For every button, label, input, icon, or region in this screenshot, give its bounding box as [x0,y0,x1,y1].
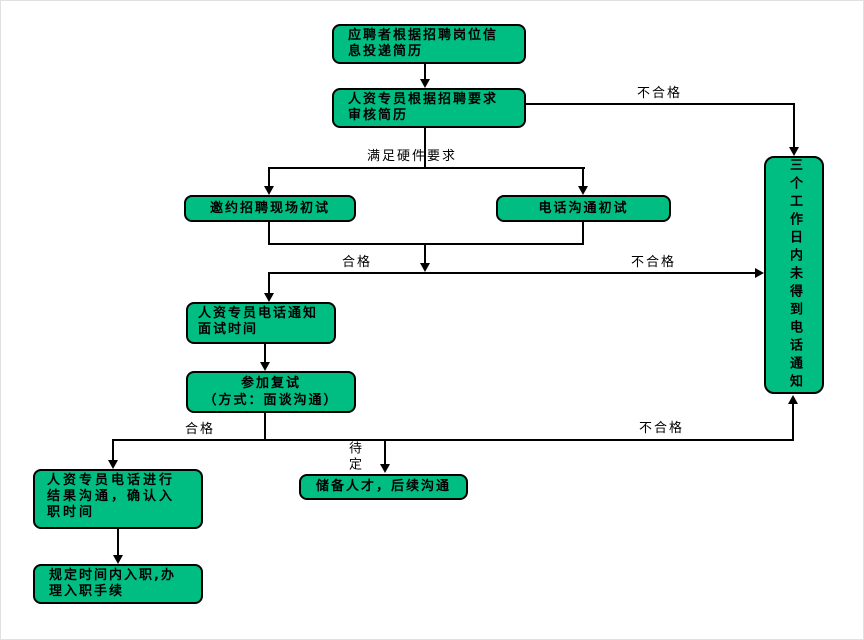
connector-pass-down [268,272,270,294]
edge-label-pass-bottom: 合格 [185,422,216,437]
edge-label-pass-mid: 合格 [342,255,373,270]
arrowhead-into-notify [264,293,274,302]
connector-phone-down [582,222,584,245]
connector-submit-review [424,64,426,80]
node-onsite-interview: 邀约招聘现场初试 [184,195,356,222]
connector-split-h [269,167,585,169]
connector-split-left-v [268,167,270,187]
node-review-resume: 人资专员根据招聘要求审核简历 [332,88,526,128]
connector-onsite-down [268,222,270,245]
connector-notify-second [264,344,266,363]
node-second-interview: 参加复试 （方式：面谈沟通） [186,371,356,413]
arrowhead-into-phone [578,186,588,195]
connector-bottom-fail-v [792,404,794,440]
connector-bottom-pass-v [112,439,114,460]
connector-fail-top-h [526,103,794,105]
connector-decision-h [269,272,755,274]
node-phone-interview: 电话沟通初试 [496,195,671,222]
arrowhead-into-reserve [380,464,390,473]
arrowhead-into-second [260,362,270,371]
edge-label-pending: 待定 [346,441,361,473]
arrowhead-into-tallbox-bottom [788,395,798,404]
node-onboarding: 规定时间内入职,办理入职手续 [33,564,203,604]
connector-merge-h [268,243,584,245]
edge-label-fail-mid: 不合格 [631,255,677,270]
node-result-communication: 人资专员电话进行结果沟通，确认入职时间 [33,469,203,529]
connector-split-right-v [582,167,584,187]
connector-second-down [264,413,266,440]
connector-result-onboarding [117,529,119,556]
connector-pending-v [384,439,386,465]
second-interview-line2: （方式：面谈沟通） [203,393,339,408]
arrowhead-into-result [108,460,118,469]
connector-review-split [424,128,426,169]
node-submit-resume: 应聘者根据招聘岗位信息投递简历 [332,24,526,64]
arrowhead-into-onboarding [113,555,123,564]
no-phone-notice-text: 三个工作日内未得到电话通知 [787,158,802,392]
arrowhead-onto-decision-line [420,263,430,272]
node-notify-interview-time: 人资专员电话通知面试时间 [186,302,336,344]
arrowhead-into-review [420,79,430,88]
edge-label-fail-top: 不合格 [637,86,683,101]
connector-bottom-decision-h [113,439,794,441]
arrowhead-into-tallbox-top [789,147,799,156]
node-reserve-talent: 储备人才，后续沟通 [299,474,468,500]
node-no-phone-notice: 三个工作日内未得到电话通知 [764,156,824,394]
edge-label-meet-hardware: 满足硬件要求 [367,149,458,164]
connector-fail-top-v [793,103,795,147]
edge-label-fail-bottom: 不合格 [639,421,685,436]
second-interview-line1: 参加复试 [240,376,301,391]
arrowhead-into-tallbox-left [755,268,764,278]
connector-merge-down [424,243,426,264]
arrowhead-into-onsite [264,186,274,195]
